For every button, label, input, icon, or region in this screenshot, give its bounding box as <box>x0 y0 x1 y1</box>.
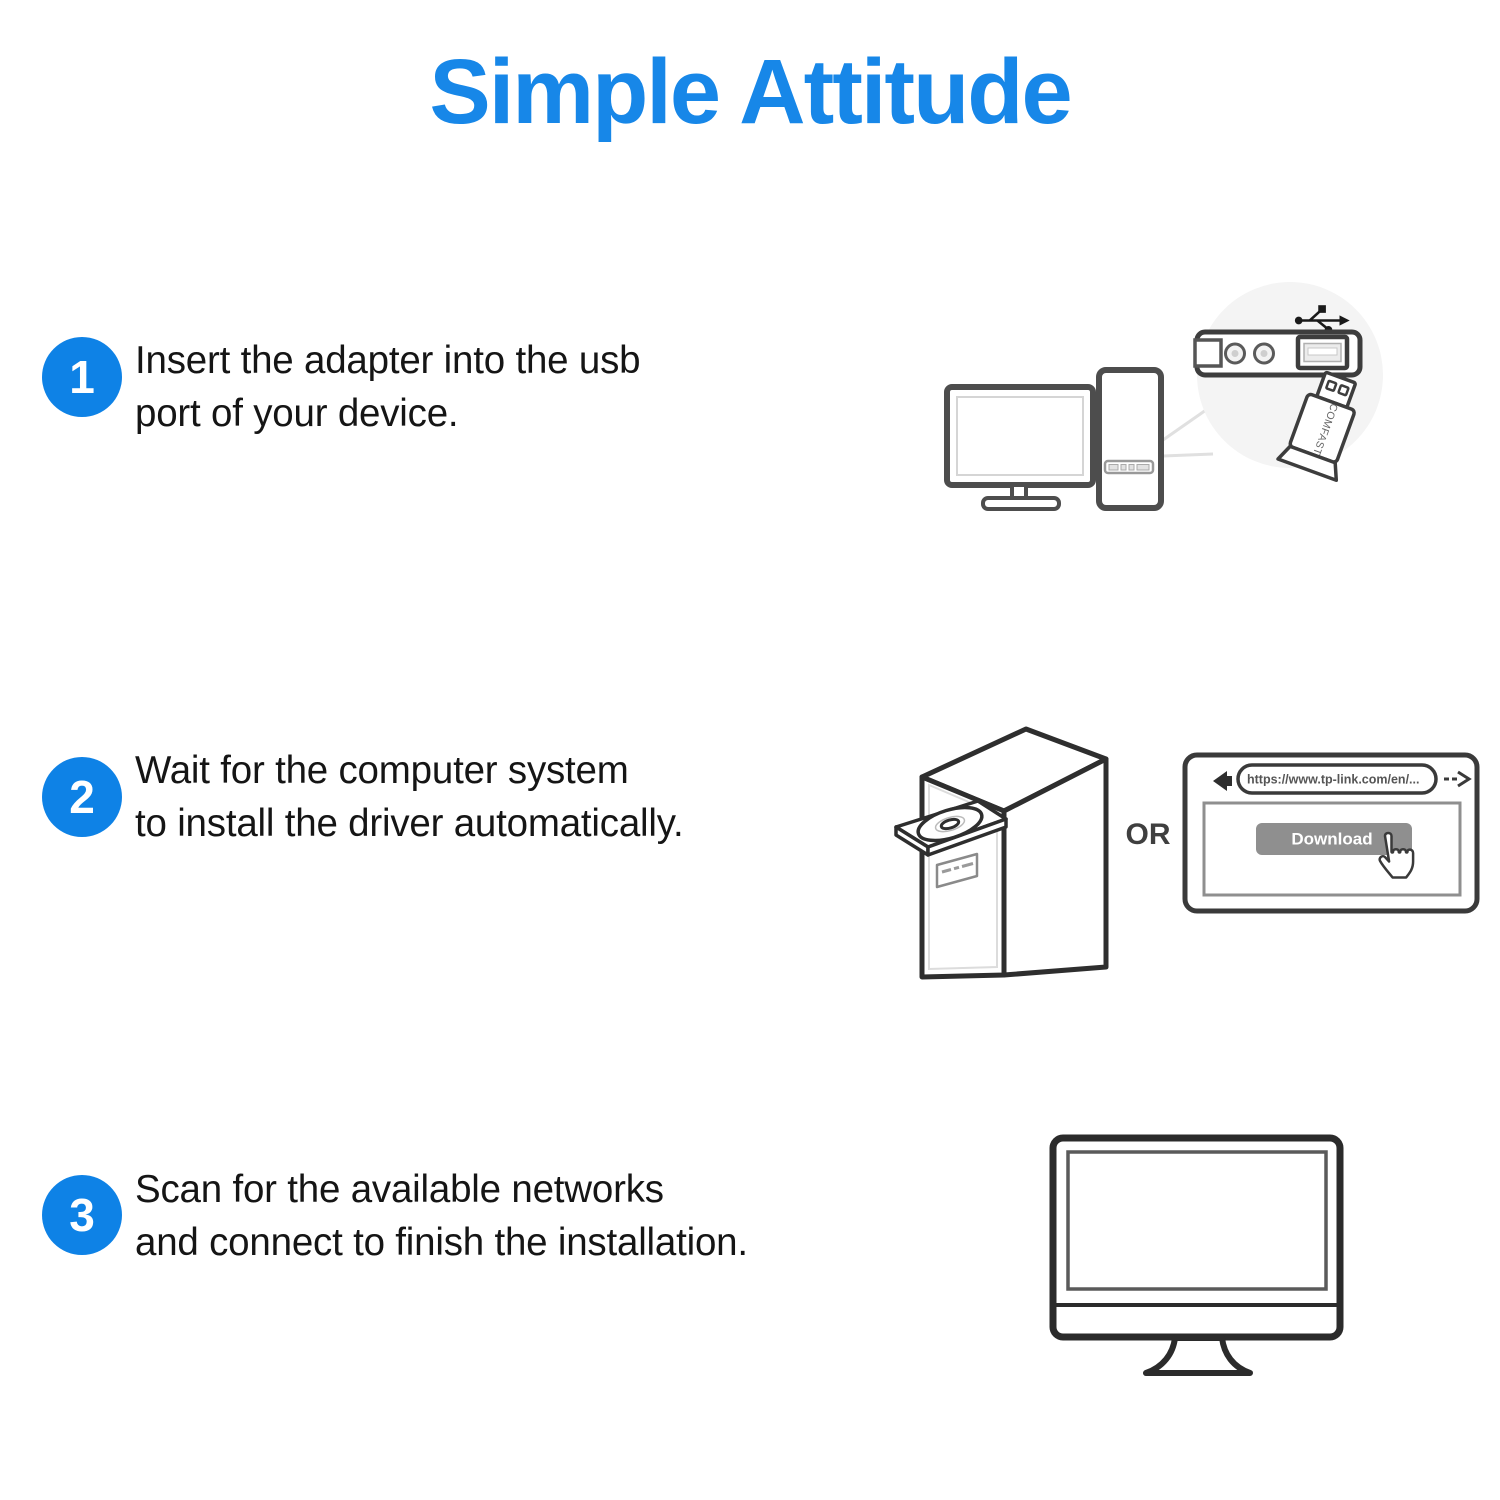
callout-wedge <box>1162 408 1214 458</box>
step-1-line-2: port of your device. <box>135 392 459 435</box>
usb-trident-icon <box>1294 305 1350 334</box>
page-title: Simple Attitude <box>429 41 1072 143</box>
or-label: OR <box>1126 818 1171 851</box>
hand-cursor-icon <box>1378 831 1415 879</box>
step-2-line-1: Wait for the computer system <box>135 749 629 792</box>
back-arrow-icon <box>1213 771 1232 791</box>
forward-arrow-icon <box>1444 770 1472 788</box>
step-1-text: Insert the adapter into the usb port of … <box>135 334 641 440</box>
download-label: Download <box>1291 830 1372 849</box>
cd-disc-icon <box>916 805 984 843</box>
step-1-illustration: COMFAST <box>944 282 1383 511</box>
download-button: Download <box>1256 823 1412 855</box>
usb-port-panel <box>1193 329 1363 378</box>
usb-adapter-icon: COMFAST <box>1276 370 1357 482</box>
partial-port <box>1193 338 1223 368</box>
usb-port-icon <box>1295 334 1350 371</box>
tower-front-panel <box>935 852 979 889</box>
step-2-illustration: OR https://www.tp-link.com/en/... Downlo… <box>894 726 1480 980</box>
step-2-line-2: to install the driver automatically. <box>135 802 684 845</box>
tower-icon <box>1096 367 1164 511</box>
step-1-line-1: Insert the adapter into the usb <box>135 339 641 382</box>
step-1-badge: 1 <box>42 337 122 417</box>
url-text: https://www.tp-link.com/en/... <box>1247 773 1419 787</box>
step-3-badge: 3 <box>42 1175 122 1255</box>
imac-monitor-icon <box>1049 1134 1344 1376</box>
url-bar: https://www.tp-link.com/en/... <box>1236 763 1438 795</box>
step-3-illustration <box>1049 1134 1344 1376</box>
monitor-icon <box>944 384 1096 511</box>
step-2-text: Wait for the computer system to install … <box>135 744 684 850</box>
step-3-line-2: and connect to finish the installation. <box>135 1221 748 1264</box>
browser-window-icon: https://www.tp-link.com/en/... Download <box>1182 752 1480 914</box>
cd-tower-icon <box>919 726 1109 980</box>
step-3-text: Scan for the available networks and conn… <box>135 1163 748 1269</box>
step-3-line-1: Scan for the available networks <box>135 1168 664 1211</box>
step-2-badge: 2 <box>42 757 122 837</box>
